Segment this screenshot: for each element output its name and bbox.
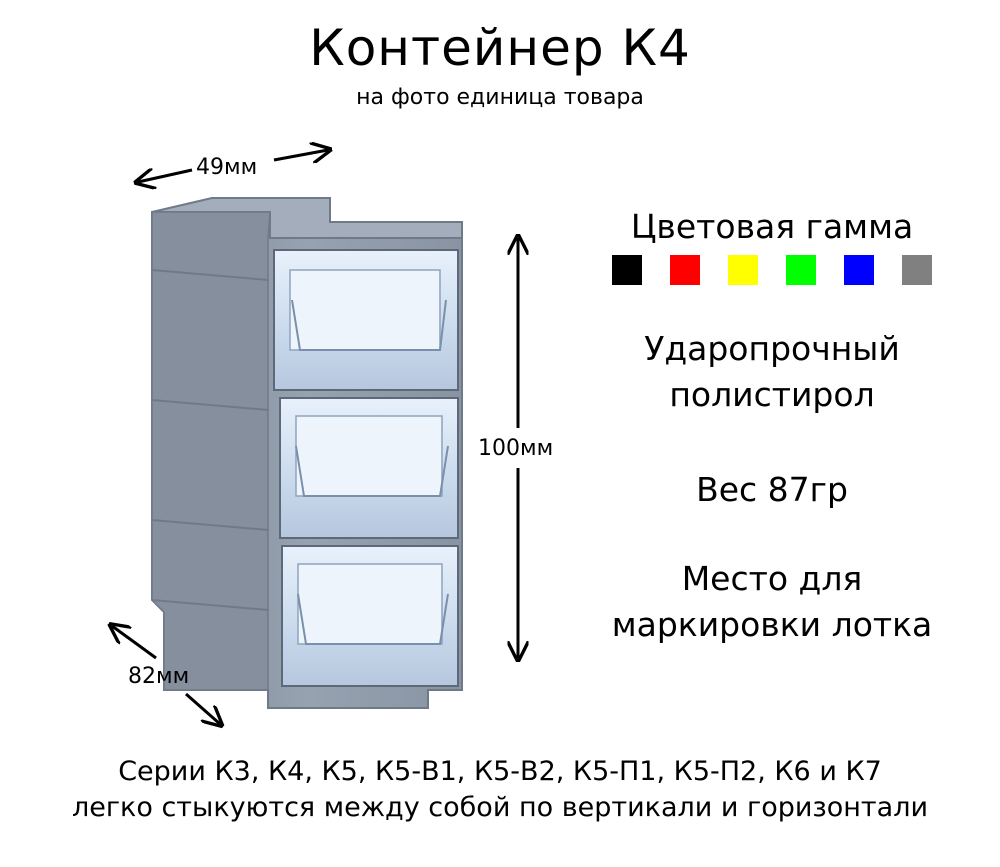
color-range-title: Цветовая гамма bbox=[630, 207, 914, 246]
marking-line-2: маркировки лотка bbox=[611, 605, 933, 644]
drawer-bottom bbox=[281, 545, 459, 687]
marking-line-1: Место для bbox=[681, 559, 863, 598]
color-swatch-black bbox=[612, 255, 642, 285]
compatibility-line-1: Серии К3, К4, К5, К5-В1, К5-В2, К5-П1, К… bbox=[118, 756, 882, 787]
color-swatch-red bbox=[670, 255, 700, 285]
compatibility-line-2: легко стыкуются между собой по вертикали… bbox=[71, 792, 929, 823]
color-swatch-green bbox=[786, 255, 816, 285]
color-swatch-yellow bbox=[728, 255, 758, 285]
weight-text: Вес 87гр bbox=[696, 470, 848, 509]
depth-label: 82мм bbox=[128, 664, 190, 689]
page-subtitle: на фото единица товара bbox=[356, 85, 644, 110]
height-label: 100мм bbox=[478, 436, 554, 461]
material-line-1: Ударопрочный bbox=[644, 329, 900, 368]
color-swatches bbox=[612, 255, 932, 287]
color-swatch-gray bbox=[902, 255, 932, 285]
drawer-middle bbox=[279, 397, 459, 539]
width-arrow bbox=[138, 150, 328, 182]
compatibility-note: Серии К3, К4, К5, К5-В1, К5-В2, К5-П1, К… bbox=[0, 754, 1000, 826]
color-swatch-blue bbox=[844, 255, 874, 285]
width-label: 49мм bbox=[196, 155, 258, 180]
material-text: Ударопрочный полистирол bbox=[572, 326, 972, 418]
marking-text: Место для маркировки лотка bbox=[572, 556, 972, 648]
material-line-2: полистирол bbox=[669, 375, 875, 414]
drawer-top bbox=[273, 249, 459, 391]
page-title: Контейнер К4 bbox=[309, 19, 691, 77]
depth-arrow bbox=[112, 626, 220, 724]
